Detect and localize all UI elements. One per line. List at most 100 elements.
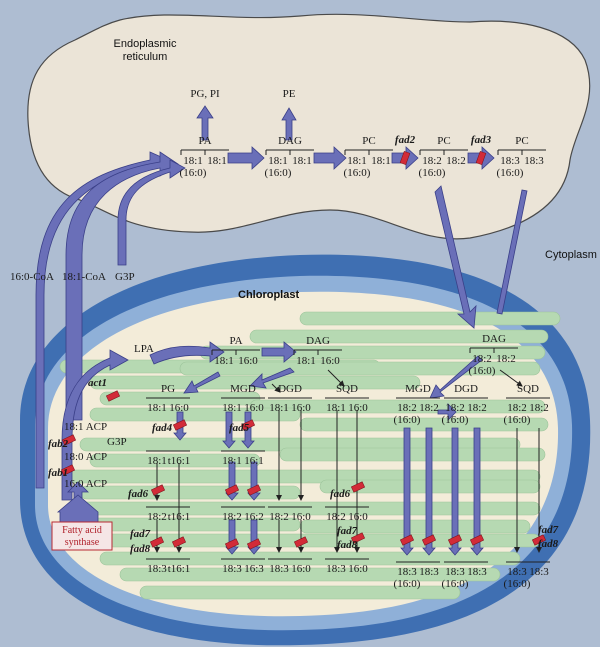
thin-arrow — [327, 369, 345, 387]
acp-label: 18:1 ACP — [64, 421, 107, 433]
fa-right: 16:0 — [291, 511, 311, 523]
fa-sub: (16:0) — [442, 414, 469, 426]
lipid-class-MGD: MGD — [230, 383, 256, 395]
fa-left: 18:3 — [269, 563, 289, 575]
fa-left: 18:1 — [214, 355, 234, 367]
fa-left: 18:1 — [269, 402, 289, 414]
thin-arrow — [271, 383, 281, 393]
enzyme-fab1: fab1 — [48, 467, 68, 479]
fa-sub: (16:0) — [504, 414, 531, 426]
mutation-block — [399, 534, 415, 546]
mutation-block — [246, 484, 262, 496]
fa-right: 16:1 — [244, 455, 264, 467]
fa-sub: (16:0) — [344, 167, 371, 179]
thylakoid-band — [279, 447, 546, 462]
er-membrane — [27, 13, 591, 240]
fa-sub: (16:0) — [442, 578, 469, 590]
mutation-block — [105, 390, 121, 402]
fas-line-2: synthase — [65, 537, 100, 548]
fatty-acid-synthase-box — [51, 521, 113, 551]
mutation-block — [350, 481, 366, 493]
fa-sub: (16:0) — [265, 167, 292, 179]
fa-right: 16:0 — [244, 402, 264, 414]
mutation-block — [150, 484, 166, 496]
fa-right: t16:1 — [168, 455, 191, 467]
fa-right: 18:3 — [467, 566, 487, 578]
fa-right: 16:0 — [169, 402, 189, 414]
fa-sub: (16:0) — [469, 365, 496, 377]
acp-label: 16:0 ACP — [64, 478, 107, 490]
mutation-block — [224, 484, 240, 496]
mutation-block — [224, 538, 240, 550]
enzyme-fad8: fad8 — [130, 543, 151, 555]
enzyme-fad8: fad8 — [337, 539, 358, 551]
mutation-block — [475, 151, 487, 165]
fa-right: 18:1 — [371, 155, 391, 167]
fa-left: 18:1 — [183, 155, 203, 167]
fa-right: 16:2 — [244, 511, 264, 523]
er-pg-pi-label: PG, PI — [190, 88, 220, 100]
fa-left: 18:3 — [445, 566, 465, 578]
fa-right: 16:0 — [348, 511, 368, 523]
chloroplast-label: Chloroplast — [238, 289, 299, 301]
node-name: DAG — [306, 335, 330, 347]
fa-left: 18:2 — [147, 511, 167, 523]
fa-sub: (16:0) — [504, 578, 531, 590]
fa-left: 18:2 — [472, 353, 492, 365]
mutation-block — [421, 534, 437, 546]
fa-right: 16:0 — [291, 402, 311, 414]
fa-right: 16:0 — [291, 563, 311, 575]
enzyme-fad7: fad7 — [337, 525, 358, 537]
fa-left: 18:1 — [326, 402, 346, 414]
fa-sub: (16:0) — [394, 578, 421, 590]
mutation-block — [246, 538, 262, 550]
enzyme-fad6: fad6 — [330, 488, 351, 500]
thylakoid-band — [249, 399, 546, 414]
mutation-block — [171, 536, 187, 548]
mutation-block — [469, 534, 485, 546]
fa-right: 16:0 — [238, 355, 258, 367]
fa-sub: (16:0) — [419, 167, 446, 179]
fa-left: 18:1 — [268, 155, 288, 167]
mutation-block — [172, 419, 188, 431]
lipid-class-MGD: MGD — [405, 383, 431, 395]
node-name: PA — [198, 135, 211, 147]
mutation-block — [447, 534, 463, 546]
mutation-blocks — [60, 151, 547, 550]
node-name: PC — [515, 135, 528, 147]
enzyme-fad8: fad8 — [538, 538, 559, 550]
fa-right: 18:1 — [207, 155, 227, 167]
acp-label: 18:0 ACP — [64, 451, 107, 463]
thick-arrow — [422, 427, 436, 556]
fa-right: 18:2 — [529, 402, 549, 414]
export-g3p: G3P — [115, 271, 135, 283]
enzyme-fad7: fad7 — [130, 528, 151, 540]
cytoplasm-label: Cytoplasm — [545, 249, 597, 261]
lipid-class-PG: PG — [161, 383, 175, 395]
fa-left: 18:1 — [347, 155, 367, 167]
thylakoid-band — [299, 311, 561, 326]
thylakoid-band — [139, 585, 461, 600]
mutation-block — [531, 534, 547, 546]
er-label-line2: reticulum — [123, 51, 168, 63]
fa-right: 18:2 — [467, 402, 487, 414]
fa-left: 18:2 — [222, 511, 242, 523]
er-label-line1: Endoplasmic — [114, 38, 177, 50]
fa-left: 18:1 — [296, 355, 316, 367]
enzyme-fad6: fad6 — [128, 488, 149, 500]
fa-right: 18:1 — [292, 155, 312, 167]
fa-left: 18:1 — [222, 455, 242, 467]
fa-left: 18:2 — [422, 155, 442, 167]
thylakoid-band — [179, 361, 541, 376]
fa-left: 18:2 — [397, 402, 417, 414]
enzyme-fab2: fab2 — [48, 438, 69, 450]
export-18-1-coa: 18:1-CoA — [62, 271, 106, 283]
fa-left: 18:2 — [326, 511, 346, 523]
fa-left: 18:3 — [500, 155, 520, 167]
lipid-class-SQD: SQD — [336, 383, 358, 395]
thick-arrow — [470, 427, 484, 556]
